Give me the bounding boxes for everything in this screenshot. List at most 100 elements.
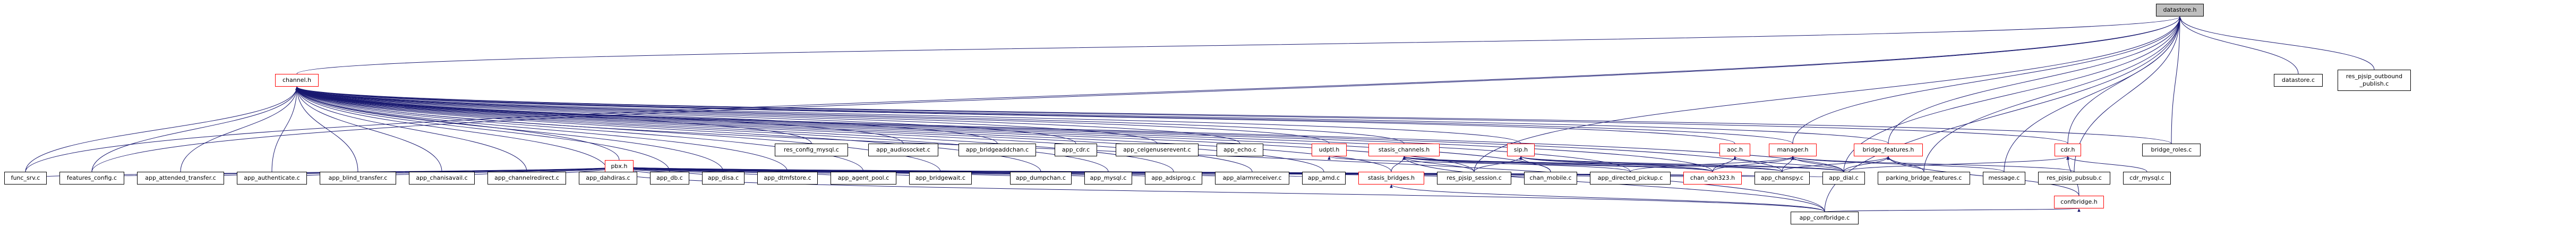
- edge-app_blind_transfer_c-to-channel_h: [295, 86, 358, 172]
- edge-app_dial_c-to-manager_h: [1791, 156, 1844, 172]
- edge-app_chanspy_c-to-sip_h: [1519, 156, 1783, 172]
- edge-app_attended_transfer_c-to-channel_h: [180, 86, 298, 172]
- edge-chan_ooh323_h-to-channel_h: [295, 86, 1713, 172]
- node-res-pjsip-session-c[interactable]: res_pjsip_session.c: [1437, 172, 1511, 185]
- edge-app_dial_c-to-sip_h: [1519, 156, 1844, 172]
- edge-chan_ooh323_h-to-sip_h: [1519, 156, 1713, 172]
- node-channel-h[interactable]: channel.h: [275, 74, 319, 87]
- node-app-bridgewait-c[interactable]: app_bridgewait.c: [909, 172, 972, 185]
- node-app-authenticate-c[interactable]: app_authenticate.c: [237, 172, 307, 185]
- edge-app_directed_pickup_c-to-stasis_channels_h: [1402, 156, 1631, 172]
- node-datastore-h: datastore.h: [2156, 4, 2204, 16]
- edge-func_srv_c-to-datastore_h: [25, 16, 2181, 172]
- node-app-channelredirect-c[interactable]: app_channelredirect.c: [487, 172, 566, 185]
- node-res-config-mysql-c[interactable]: res_config_mysql.c: [775, 144, 848, 156]
- edge-app_confbridge_c-to-stasis_bridges_h: [1390, 184, 1825, 212]
- edge-message_c-to-manager_h: [1791, 156, 2005, 172]
- edge-app_chanspy_c-to-channel_h: [295, 86, 1783, 172]
- node-app-alarmreceiver-c[interactable]: app_alarmreceiver.c: [1215, 172, 1289, 185]
- edge-chan_ooh323_h-to-aoc_h: [1712, 156, 1736, 172]
- node-app-disa-c[interactable]: app_disa.c: [702, 172, 744, 185]
- edge-cdr_h-to-datastore_h: [2067, 16, 2181, 144]
- edge-features_config_c-to-channel_h: [91, 86, 298, 172]
- node-res-pjsip-pubsub-c[interactable]: res_pjsip_pubsub.c: [2038, 172, 2110, 185]
- node-chan-ooh323-h[interactable]: chan_ooh323.h: [1683, 172, 1742, 185]
- edge-chan_mobile_c-to-channel_h: [295, 86, 1551, 172]
- node-app-blind-transfer-c[interactable]: app_blind_transfer.c: [320, 172, 396, 185]
- node-app-dumpchan-c[interactable]: app_dumpchan.c: [1010, 172, 1072, 185]
- edge-chan_ooh323_h-to-manager_h: [1712, 156, 1794, 172]
- edge-app_confbridge_c-to-pbx_h: [618, 172, 1825, 212]
- node-app-mysql-c[interactable]: app_mysql.c: [1084, 172, 1132, 185]
- node-app-bridgeaddchan-c[interactable]: app_bridgeaddchan.c: [958, 144, 1036, 156]
- node-sip-h[interactable]: sip.h: [1507, 144, 1535, 156]
- edge-app_db_c-to-channel_h: [295, 86, 670, 172]
- edge-app_dahdiras_c-to-channel_h: [295, 86, 609, 172]
- node-bridge-features-h[interactable]: bridge_features.h: [1854, 144, 1923, 156]
- edge-res_pjsip_session_c-to-stasis_channels_h: [1402, 156, 1475, 172]
- edge-cdr_h-to-channel_h: [295, 86, 2068, 144]
- node-cdr-h[interactable]: cdr.h: [2055, 144, 2081, 156]
- edge-app_channelredirect_c-to-channel_h: [295, 86, 527, 172]
- node-confbridge-h[interactable]: confbridge.h: [2054, 196, 2104, 208]
- node-app-directed-pickup-c[interactable]: app_directed_pickup.c: [1590, 172, 1671, 185]
- edge-res_pjsip_pubsub_c-to-manager_h: [1791, 156, 2075, 172]
- node-app-confbridge-c[interactable]: app_confbridge.c: [1791, 212, 1859, 224]
- edge-bridge_roles_c-to-channel_h: [295, 86, 2172, 144]
- edge-app_cdr_c-to-channel_h: [295, 86, 1076, 144]
- node-app-chanisavail-c[interactable]: app_chanisavail.c: [409, 172, 475, 185]
- edge-channel_h-to-datastore_h: [296, 16, 2181, 74]
- edge-app_dial_c-to-aoc_h: [1733, 156, 1844, 172]
- node-app-attended-transfer-c[interactable]: app_attended_transfer.c: [137, 172, 224, 185]
- node-app-adsiprog-c[interactable]: app_adsiprog.c: [1145, 172, 1202, 185]
- node-app-celgenuserevent-c[interactable]: app_celgenuserevent.c: [1116, 144, 1199, 156]
- node-app-dtmfstore-c[interactable]: app_dtmfstore.c: [757, 172, 818, 185]
- node-features-config-c[interactable]: features_config.c: [59, 172, 124, 185]
- node-udptl-h[interactable]: udptl.h: [1312, 144, 1347, 156]
- node-app-dial-c[interactable]: app_dial.c: [1822, 172, 1865, 185]
- node-app-amd-c[interactable]: app_amd.c: [1302, 172, 1346, 185]
- node-app-agent-pool-c[interactable]: app_agent_pool.c: [831, 172, 896, 185]
- node-datastore-c[interactable]: datastore.c: [2274, 74, 2323, 87]
- node-app-dahdiras-c[interactable]: app_dahdiras.c: [579, 172, 637, 185]
- edge-app_disa_c-to-channel_h: [295, 86, 724, 172]
- node-res-pjsip-outbound-publish-c[interactable]: res_pjsip_outbound_publish.c: [2338, 70, 2411, 91]
- edge-udptl_h-to-channel_h: [295, 86, 1330, 144]
- edge-app_confbridge_c-to-confbridge_h: [1824, 208, 2080, 212]
- edge-message_c-to-datastore_h: [2004, 16, 2181, 172]
- edge-app_dial_c-to-cdr_h: [1843, 156, 2069, 172]
- node-parking-bridge-features-c[interactable]: parking_bridge_features.c: [1878, 172, 1970, 185]
- edge-res_pjsip_session_c-to-datastore_h: [1474, 16, 2181, 172]
- edge-app_authenticate_c-to-channel_h: [271, 86, 298, 172]
- edge-manager_h-to-datastore_h: [1792, 16, 2181, 144]
- edge-bridge_features_h-to-channel_h: [295, 86, 1889, 144]
- node-stasis-bridges-h[interactable]: stasis_bridges.h: [1358, 172, 1424, 185]
- node-pbx-h[interactable]: pbx.h: [605, 160, 634, 173]
- edge-bridge_roles_c-to-datastore_h: [2171, 16, 2181, 144]
- node-aoc-h[interactable]: aoc.h: [1719, 144, 1750, 156]
- edge-features_config_c-to-datastore_h: [91, 16, 2181, 172]
- node-func-srv-c[interactable]: func_srv.c: [4, 172, 47, 185]
- node-app-audiosocket-c[interactable]: app_audiosocket.c: [868, 144, 938, 156]
- edge-sip_h-to-channel_h: [295, 86, 1521, 144]
- node-manager-h[interactable]: manager.h: [1769, 144, 1817, 156]
- edge-chan_ooh323_h-to-stasis_channels_h: [1402, 156, 1713, 172]
- node-stasis-channels-h[interactable]: stasis_channels.h: [1368, 144, 1440, 156]
- edge-app_dial_c-to-stasis_channels_h: [1402, 156, 1844, 172]
- node-app-cdr-c[interactable]: app_cdr.c: [1055, 144, 1097, 156]
- node-chan-mobile-c[interactable]: chan_mobile.c: [1524, 172, 1577, 185]
- edge-app_directed_pickup_c-to-manager_h: [1630, 156, 1794, 172]
- node-message-c[interactable]: message.c: [1983, 172, 2025, 185]
- edge-res_pjsip_outbound_publish_c-to-datastore_h: [2178, 16, 2375, 70]
- edge-app_dial_c-to-channel_h: [295, 86, 1844, 172]
- edge-app_directed_pickup_c-to-channel_h: [295, 86, 1631, 172]
- node-cdr-mysql-c[interactable]: cdr_mysql.c: [2123, 172, 2171, 185]
- node-app-echo-c[interactable]: app_echo.c: [1217, 144, 1263, 156]
- node-bridge-roles-c[interactable]: bridge_roles.c: [2142, 144, 2201, 156]
- node-app-chanspy-c[interactable]: app_chanspy.c: [1755, 172, 1810, 185]
- edge-func_srv_c-to-channel_h: [25, 86, 298, 172]
- node-app-db-c[interactable]: app_db.c: [650, 172, 689, 185]
- edge-res_pjsip_session_c-to-sip_h: [1474, 156, 1522, 172]
